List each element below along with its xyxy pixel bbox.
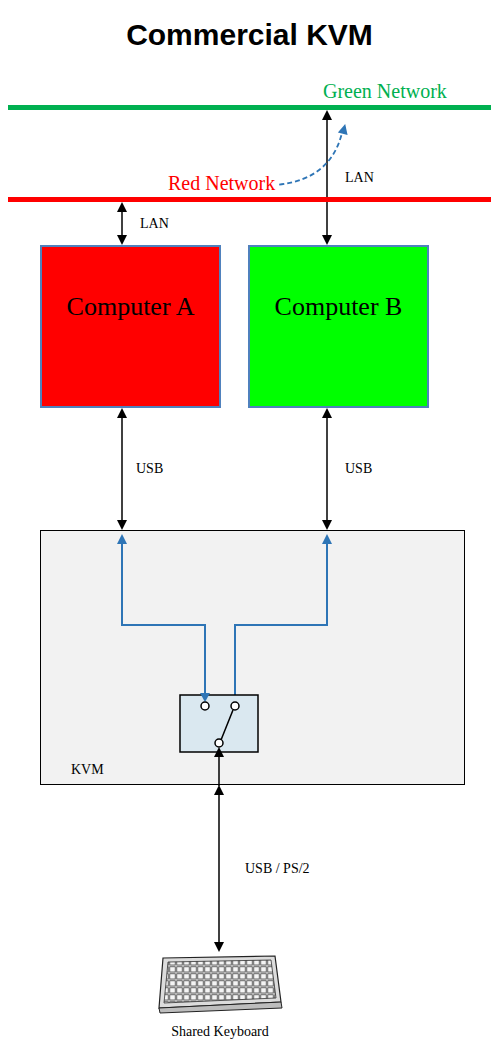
switch-contact [231, 702, 239, 710]
arrowhead [322, 235, 332, 245]
keyboard-edge [159, 1002, 282, 1013]
contact-arrowhead [200, 693, 210, 702]
connector [322, 110, 332, 245]
arrowhead [117, 520, 127, 530]
switch-illustration [40, 530, 465, 785]
network-band: Red Network [8, 172, 491, 202]
computer-label: Computer B [275, 292, 403, 322]
selector-switch [180, 695, 258, 752]
network-label: Red Network [168, 172, 275, 195]
switch-blade [221, 710, 233, 740]
connector-line [121, 417, 123, 521]
contact-arrowhead [214, 747, 224, 757]
leak-arrow [279, 132, 342, 185]
computer-box: Computer B [248, 245, 429, 408]
connector [279, 124, 347, 185]
switch-contact [215, 739, 223, 747]
keyboard-body [159, 956, 281, 1008]
arrowhead [214, 785, 224, 795]
connector-label: LAN [138, 216, 171, 232]
computer-box: Computer A [40, 245, 221, 408]
computer-label: Computer A [67, 292, 195, 322]
arrowhead [322, 110, 332, 120]
kvm-label: KVM [71, 762, 104, 778]
connector [214, 785, 224, 952]
switch-contact [201, 702, 209, 710]
connector [117, 202, 127, 245]
arrowhead [117, 408, 127, 418]
arrowhead [117, 235, 127, 245]
network-label: Green Network [323, 80, 447, 103]
internal-wire [122, 542, 205, 696]
arrowhead [214, 942, 224, 952]
network-line [8, 197, 491, 202]
internal-wire [218, 757, 220, 786]
keyboard-illustration [155, 952, 285, 1014]
internal-wire [235, 542, 327, 702]
keyboard-node: Shared Keyboard [155, 952, 285, 1044]
arrowhead [322, 408, 332, 418]
connector-label: LAN [343, 170, 376, 186]
keyboard-caption: Shared Keyboard [115, 1024, 325, 1040]
connector [322, 408, 332, 530]
diagram-title: Commercial KVM [0, 18, 499, 52]
connector-label: USB [134, 461, 165, 477]
keyboard-keys [164, 960, 276, 1003]
connector [117, 408, 127, 530]
connector-label: USB / PS/2 [243, 861, 312, 877]
connector-label: USB [343, 461, 374, 477]
kvm-switch-box: KVM [40, 530, 465, 785]
network-band: Green Network [8, 80, 491, 110]
arrowhead [338, 124, 348, 135]
arrowhead [117, 202, 127, 212]
network-line [8, 105, 491, 110]
connector-line [121, 211, 123, 236]
connector-line [326, 417, 328, 521]
connector-line [218, 794, 220, 943]
connector-line [326, 119, 328, 236]
arrowhead [322, 520, 332, 530]
